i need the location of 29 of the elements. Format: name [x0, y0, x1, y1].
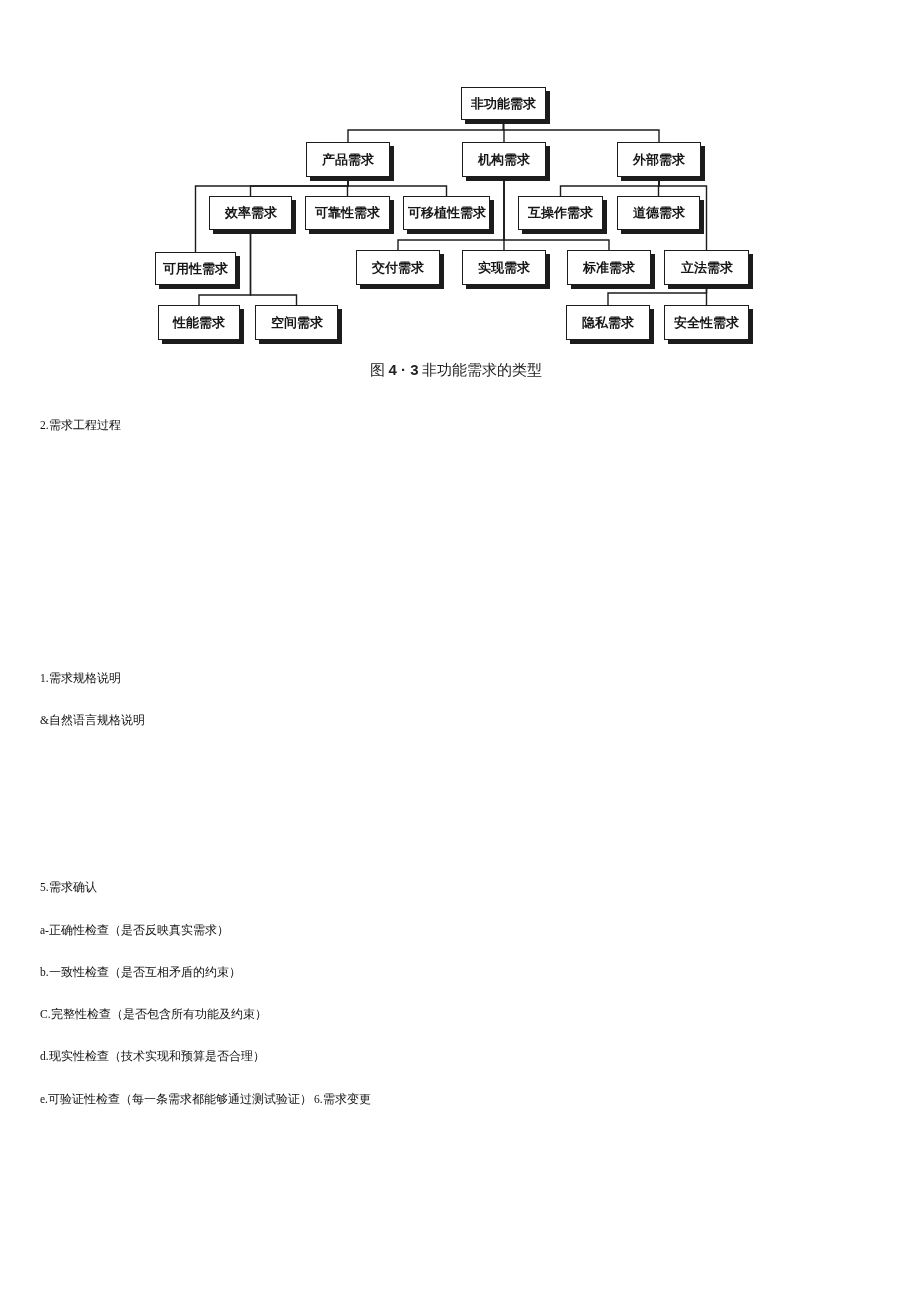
text-line: 5.需求确认 [40, 880, 97, 894]
category-box: 空间需求 [255, 305, 342, 344]
text-line: 6.需求变更 [314, 1092, 371, 1106]
text-line: C.完整性检查（是否包含所有功能及约束） [40, 1007, 267, 1021]
category-box: 可靠性需求 [305, 196, 394, 234]
category-box: 安全性需求 [664, 305, 753, 344]
category-box: 效率需求 [209, 196, 296, 234]
category-box: 可移植性需求 [403, 196, 494, 234]
category-box: 外部需求 [617, 142, 705, 181]
text-line: d.现实性检查（技术实现和预算是否合理） [40, 1049, 265, 1063]
category-box: 机构需求 [462, 142, 550, 181]
text-line: a-正确性检查（是否反映真实需求） [40, 923, 229, 937]
text-line: 1.需求规格说明 [40, 671, 121, 685]
figure-caption: 图 4 · 3 非功能需求的类型 [369, 361, 543, 379]
category-box: 可用性需求 [155, 252, 240, 289]
category-box: 标准需求 [567, 250, 655, 289]
text-line: &自然语言规格说明 [40, 713, 145, 727]
text-line: 2.需求工程过程 [40, 418, 121, 432]
category-box: 立法需求 [664, 250, 753, 289]
category-box: 产品需求 [306, 142, 394, 181]
category-box: 隐私需求 [566, 305, 654, 344]
category-box: 互操作需求 [518, 196, 607, 234]
text-line: b.一致性检查（是否互相矛盾的约束） [40, 965, 241, 979]
category-box: 非功能需求 [461, 87, 550, 124]
category-box: 实现需求 [462, 250, 550, 289]
category-box: 道德需求 [617, 196, 704, 234]
category-box: 性能需求 [158, 305, 244, 344]
text-line: e.可验证性检查（每一条需求都能够通过测试验证） [40, 1092, 312, 1106]
category-box: 交付需求 [356, 250, 444, 289]
